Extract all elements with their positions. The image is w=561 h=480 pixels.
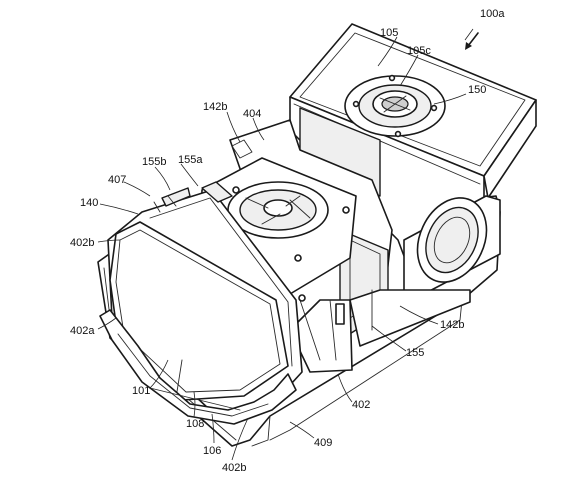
ref-402: 402 (352, 399, 370, 411)
ref-409: 409 (314, 437, 332, 449)
ref-100a: 100a (480, 8, 505, 20)
side-port (403, 195, 501, 297)
ref-402b-bottom: 402b (222, 462, 246, 474)
top-port-150 (344, 74, 446, 138)
ref-155a: 155a (178, 154, 203, 166)
reference-numerals: 100a 105 105c 150 142b 404 155b 155a 407… (70, 8, 505, 474)
ref-142b-right: 142b (440, 319, 464, 331)
ref-407: 407 (108, 174, 126, 186)
ref-402a: 402a (70, 325, 95, 337)
ref-106: 106 (203, 445, 221, 457)
leader-lines (97, 28, 474, 461)
arrow-icon (465, 32, 479, 50)
ref-105c: 105c (407, 45, 431, 57)
ref-155b: 155b (142, 156, 166, 168)
ref-402b-left: 402b (70, 237, 94, 249)
ref-142b-top: 142b (203, 101, 227, 113)
ref-101: 101 (132, 385, 150, 397)
ref-404: 404 (243, 108, 261, 120)
ref-105: 105 (380, 27, 398, 39)
ref-140: 140 (80, 197, 98, 209)
ref-155: 155 (406, 347, 424, 359)
ref-108: 108 (186, 418, 204, 430)
ref-150: 150 (468, 84, 486, 96)
display-surface-101 (109, 221, 289, 401)
